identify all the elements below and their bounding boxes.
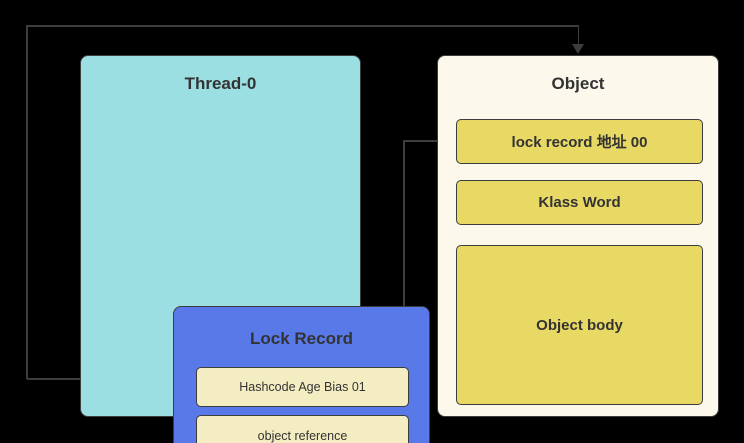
object-row-object-body: Object body	[456, 245, 703, 405]
connector-objref-vertical-left	[26, 26, 28, 379]
connector-objref-arrowhead-icon	[572, 44, 585, 54]
connector-objref-horizontal-top	[26, 25, 580, 27]
lock-record-row-hashcode: Hashcode Age Bias 01	[196, 367, 409, 407]
lock-record-row-object-reference: object reference	[196, 415, 409, 443]
lock-record-panel: Lock Record Hashcode Age Bias 01 object …	[173, 306, 430, 443]
connector-lockaddr-horizontal-top	[404, 140, 455, 142]
object-panel: Object lock record 地址 00 Klass Word Obje…	[437, 55, 719, 417]
connector-objref-vertical-right	[577, 25, 580, 46]
object-panel-title: Object	[551, 74, 605, 93]
object-row-klass-word: Klass Word	[456, 180, 703, 225]
connector-objref-horizontal-bottom	[27, 378, 114, 380]
connector-lockaddr-vertical	[403, 140, 405, 331]
thread-panel: Thread-0 Lock Record Hashcode Age Bias 0…	[80, 55, 430, 443]
object-row-lock-record-address: lock record 地址 00	[456, 119, 703, 164]
thread-panel-title: Thread-0	[184, 74, 257, 93]
lock-record-title: Lock Record	[250, 329, 353, 348]
